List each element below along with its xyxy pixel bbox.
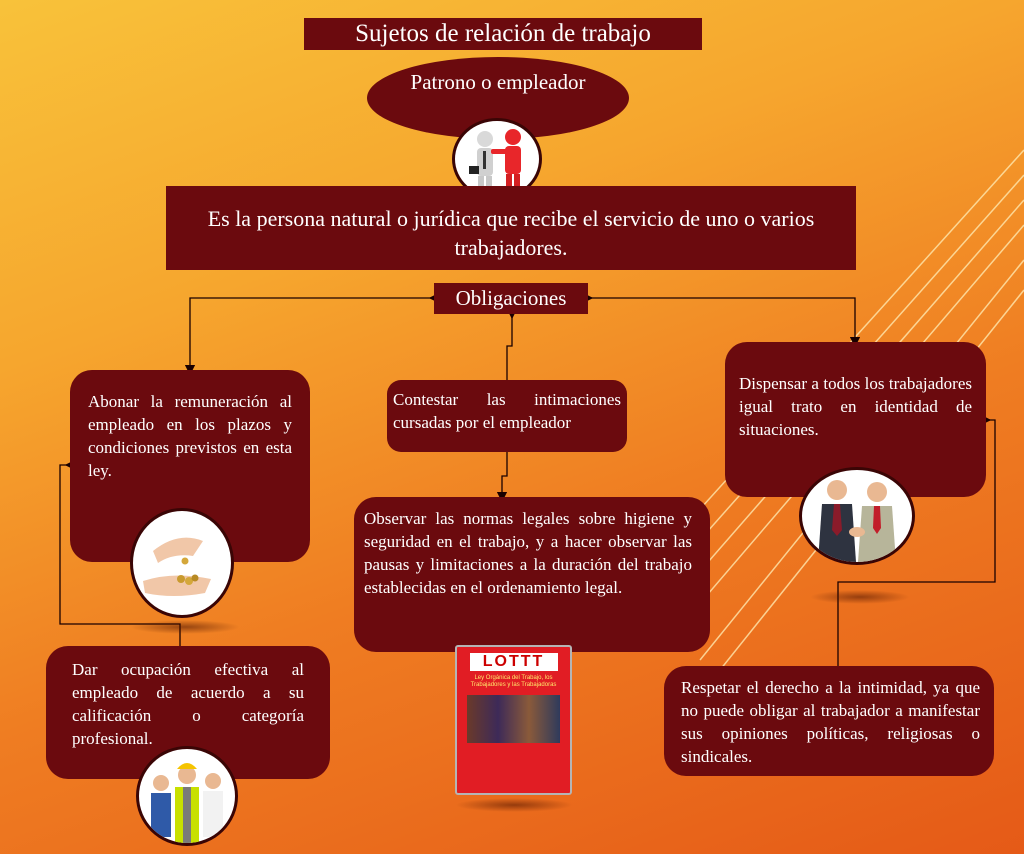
obligations-label: Obligaciones (434, 283, 588, 314)
handshake-icon (799, 467, 915, 565)
lottt-book-cover: LOTTT Ley Orgánica del Trabajo, los Trab… (455, 645, 572, 795)
obligation-remuneration-text: Abonar la remuneración al empleado en lo… (88, 392, 292, 480)
shadow (130, 620, 240, 634)
obligation-equal-treatment-text: Dispensar a todos los trabajadores igual… (739, 374, 972, 439)
obligation-intimations: Contestar las intimaciones cursadas por … (387, 380, 627, 452)
obligation-safety: Observar las normas legales sobre higien… (354, 497, 710, 652)
subject-label: Patrono o empleador (411, 70, 586, 94)
obligation-privacy-text: Respetar el derecho a la intimidad, ya q… (681, 678, 980, 766)
book-subtitle: Ley Orgánica del Trabajo, los Trabajador… (465, 675, 562, 689)
obligation-intimations-text: Contestar las intimaciones cursadas por … (393, 390, 621, 432)
shadow (810, 590, 910, 604)
page-title: Sujetos de relación de trabajo (304, 18, 702, 50)
workers-icon (136, 746, 238, 846)
shadow (455, 798, 573, 812)
obligation-privacy: Respetar el derecho a la intimidad, ya q… (664, 666, 994, 776)
book-photo-collage (467, 695, 560, 743)
obligation-safety-text: Observar las normas legales sobre higien… (364, 509, 692, 597)
definition-box: Es la persona natural o jurídica que rec… (166, 186, 856, 270)
book-title: LOTTT (470, 653, 558, 671)
obligation-occupation-text: Dar ocupación efectiva al empleado de ac… (72, 660, 304, 748)
hands-coins-icon (130, 508, 234, 618)
